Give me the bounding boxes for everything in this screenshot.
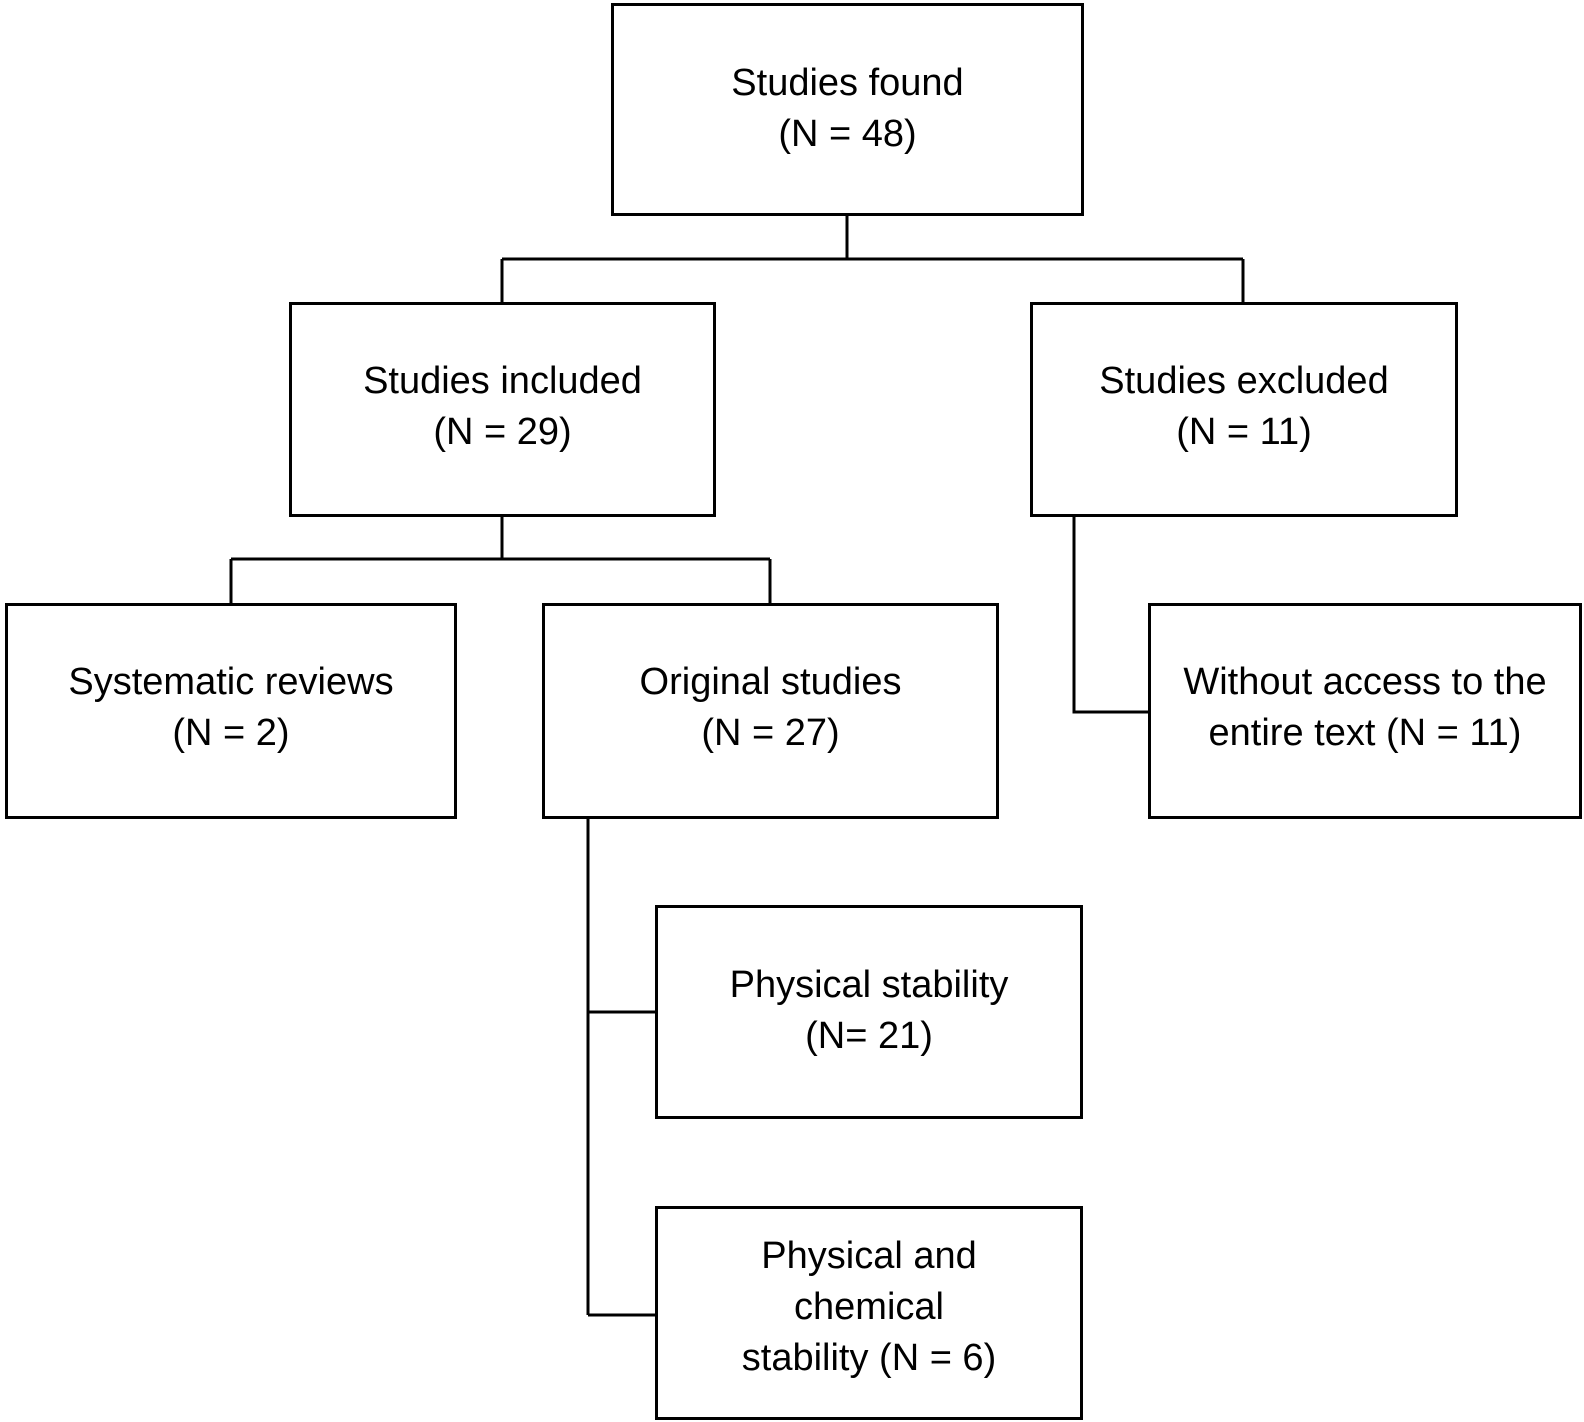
connector-excluded-without-access xyxy=(1072,516,1150,714)
physical-chemical-label-line2: chemical xyxy=(794,1286,944,1328)
systematic-reviews-count: (N = 2) xyxy=(172,712,290,754)
physical-chemical-count: stability (N = 6) xyxy=(741,1337,997,1379)
studies-excluded-label: Studies excluded xyxy=(1099,360,1389,402)
original-studies-count: (N = 27) xyxy=(701,712,840,754)
box-systematic-reviews: Systematic reviews (N = 2) xyxy=(5,603,457,819)
studies-found-count: (N = 48) xyxy=(778,113,917,155)
box-original-studies: Original studies (N = 27) xyxy=(542,603,999,819)
physical-chemical-label-line1: Physical and xyxy=(761,1235,977,1277)
box-physical-chemical-stability: Physical and chemical stability (N = 6) xyxy=(655,1206,1083,1420)
connector-found-split xyxy=(500,215,1245,303)
box-without-access: Without access to the entire text (N = 1… xyxy=(1148,603,1582,819)
box-studies-found: Studies found (N = 48) xyxy=(611,3,1084,216)
connector-included-split xyxy=(229,516,772,604)
box-physical-stability: Physical stability (N= 21) xyxy=(655,905,1083,1119)
original-studies-label: Original studies xyxy=(639,661,902,703)
box-studies-included: Studies included (N = 29) xyxy=(289,302,716,517)
studies-found-label: Studies found xyxy=(731,62,964,104)
without-access-count: entire text (N = 11) xyxy=(1208,712,1522,754)
physical-stability-count: (N= 21) xyxy=(805,1015,933,1057)
physical-stability-label: Physical stability xyxy=(729,964,1009,1006)
box-studies-excluded: Studies excluded (N = 11) xyxy=(1030,302,1458,517)
studies-included-label: Studies included xyxy=(363,360,642,402)
studies-included-count: (N = 29) xyxy=(433,411,572,453)
studies-excluded-count: (N = 11) xyxy=(1176,411,1312,453)
without-access-label: Without access to the xyxy=(1183,661,1547,703)
connector-original-subgroups xyxy=(586,818,656,1317)
systematic-reviews-label: Systematic reviews xyxy=(68,661,394,703)
